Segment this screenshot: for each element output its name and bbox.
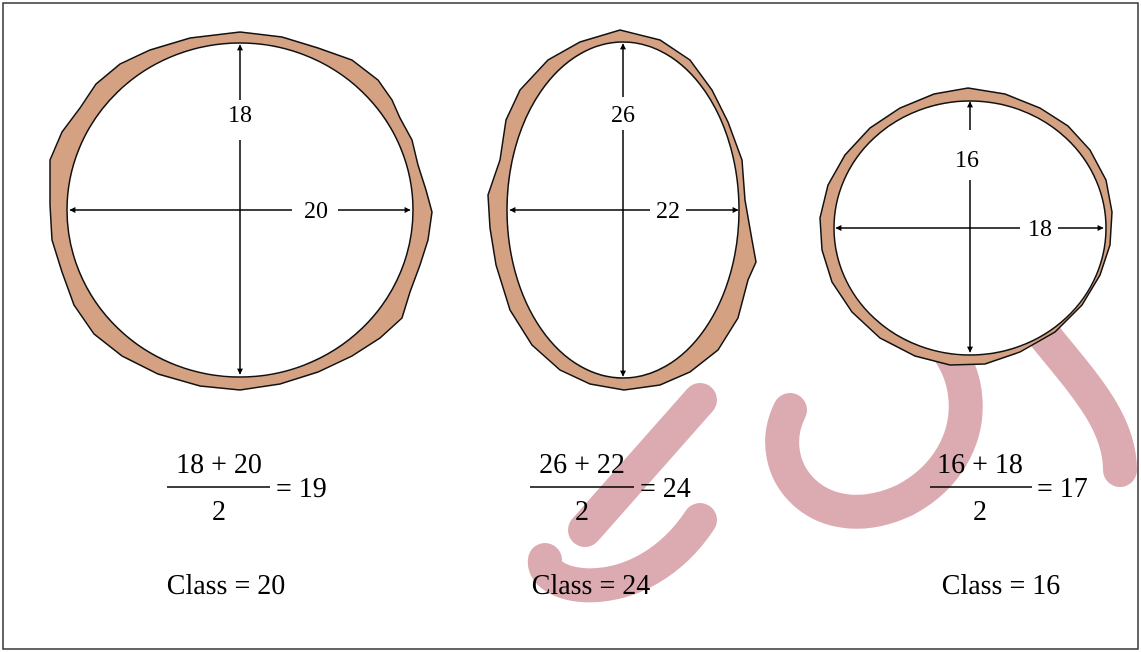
- class-label-3: Class = 16: [942, 570, 1060, 601]
- class-label-1: Class = 20: [167, 570, 285, 601]
- watermark-stroke-4: [1023, 313, 1137, 487]
- log-3-horizontal-label: 18: [1028, 216, 1052, 242]
- class-label-2: Class = 24: [532, 570, 650, 601]
- log-1-vertical-label-bg: [224, 100, 256, 128]
- log-cross-section-1: 18 20: [49, 31, 433, 391]
- equation-2-denominator: 2: [575, 496, 589, 527]
- log-2-vertical-label: 26: [611, 102, 635, 128]
- equation-1-result: = 19: [276, 473, 327, 504]
- log-2-vertical-label-bg: [607, 100, 639, 128]
- equation-1-numerator: 18 + 20: [176, 449, 262, 480]
- log-1-vertical-label: 18: [228, 102, 252, 128]
- equation-3: 16 + 18 2 = 17: [930, 449, 1088, 527]
- equation-2: 26 + 22 2 = 24: [530, 449, 691, 527]
- equation-1-denominator: 2: [212, 496, 226, 527]
- log-2-horizontal-label: 22: [656, 198, 680, 224]
- equation-1: 18 + 20 2 = 19: [167, 449, 327, 527]
- log-1-horizontal-label: 20: [304, 198, 328, 224]
- equation-2-result: = 24: [640, 473, 691, 504]
- log-3-vertical-label-bg: [954, 144, 986, 172]
- equation-3-result: = 17: [1037, 473, 1088, 504]
- watermark-stroke-1: [568, 383, 717, 547]
- watermark-stroke-3: [528, 503, 717, 603]
- equation-3-numerator: 16 + 18: [937, 449, 1023, 480]
- log-cross-section-3: 16 18: [819, 87, 1113, 366]
- equation-2-numerator: 26 + 22: [539, 449, 625, 480]
- log-cross-section-2: 26 22: [487, 29, 757, 391]
- equation-3-denominator: 2: [973, 496, 987, 527]
- log-3-vertical-label: 16: [955, 147, 979, 173]
